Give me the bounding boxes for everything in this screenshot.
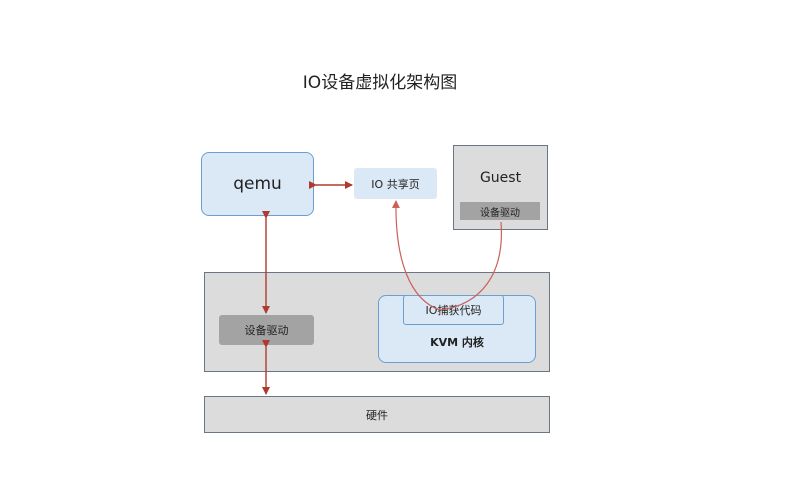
qemu-box: qemu bbox=[201, 152, 314, 216]
curve-io-capture-to-io-shared-page bbox=[391, 200, 441, 311]
guest-label: Guest bbox=[479, 170, 522, 186]
diagram-title: IO设备虚拟化架构图 bbox=[302, 73, 458, 93]
curve-guest-driver-to-io-capture bbox=[439, 221, 503, 311]
kvm-kernel-label: KVM 内核 bbox=[430, 336, 484, 349]
io-shared-page-box: IO 共享页 bbox=[354, 168, 437, 199]
io-capture-code-box: IO捕获代码 bbox=[403, 295, 504, 325]
guest-box: Guest 设备驱动 bbox=[453, 145, 548, 230]
hardware-box: 硬件 bbox=[204, 396, 550, 433]
guest-device-driver-box: 设备驱动 bbox=[460, 202, 540, 220]
